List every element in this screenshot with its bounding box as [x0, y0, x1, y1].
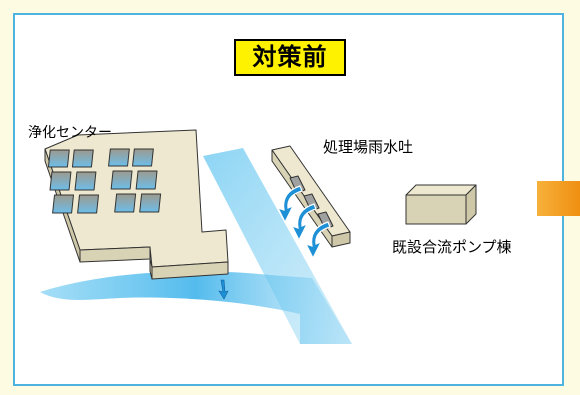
water-flow — [40, 148, 352, 344]
stormwater-outlet-label: 処理場雨水吐 — [323, 138, 414, 156]
discharge-arrow-small — [218, 279, 229, 300]
outlet-discharge-arrows — [276, 185, 331, 260]
building-windows — [47, 148, 162, 214]
pump-building-label: 既設合流ポンプ棟 — [392, 238, 512, 256]
stormwater-outlet-structure — [271, 145, 351, 248]
treatment-center-building — [44, 129, 229, 280]
diagram-title: 対策前 — [234, 39, 346, 76]
treatment-center-label: 浄化センター — [28, 125, 112, 141]
pump-building — [405, 184, 477, 225]
side-tab-marker — [537, 181, 580, 216]
